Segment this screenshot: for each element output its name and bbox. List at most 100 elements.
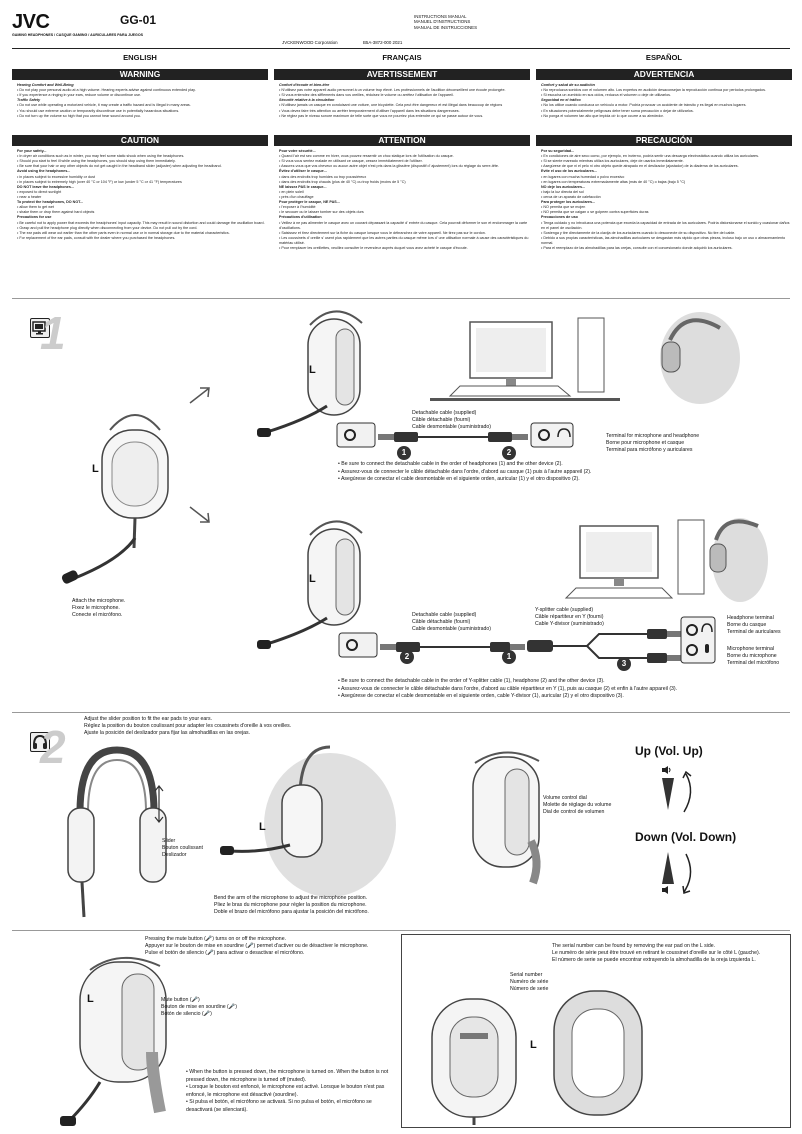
- caution-body: • Be careful not to apply power that exc…: [17, 220, 265, 240]
- mute-note-en: • When the button is pressed down, the m…: [186, 1069, 389, 1083]
- terminal-es: Terminal para micrófono y auriculares: [606, 447, 693, 454]
- slider-en: Slider: [162, 838, 176, 844]
- computer-scene: [430, 312, 740, 404]
- order-badge-2: 2: [502, 446, 516, 460]
- device-terminals: [680, 616, 716, 664]
- warning-heading: Traffic Safety: [17, 98, 41, 103]
- device-jack-port: [530, 422, 574, 448]
- headphone-jack-port: [338, 632, 378, 658]
- headphone-front-view: [67, 746, 167, 918]
- hp-term-es: Terminal de auriculares: [727, 629, 781, 636]
- mute-btn-en: Mute button (🎤): [161, 997, 200, 1003]
- slider-label: Slider Bouton coulissant Deslizador: [162, 838, 203, 859]
- ear-pad: [553, 990, 643, 1116]
- slider-fr: Bouton coulissant: [162, 845, 203, 852]
- connection-notes-a: • Be sure to connect the detachable cabl…: [338, 461, 591, 484]
- warning-bar-fr: AVERTISSEMENT: [274, 69, 530, 80]
- bend-es: Doble el brazo del micrófono para ajusta…: [214, 909, 369, 916]
- step-number-1: 1: [40, 307, 66, 359]
- brand-logo: JVC: [12, 11, 50, 33]
- attach-es: Conecte el micrófono.: [72, 612, 123, 619]
- caution-body: • en plein soleil • près d'un chauffage: [279, 189, 314, 199]
- side-label-l: L: [309, 573, 316, 585]
- volume-up-wedge: [662, 778, 674, 810]
- note-es: • Asegúrese de conectar el cable desmont…: [338, 476, 580, 483]
- note-es: • Asegúrese de conectar el cable desmont…: [338, 693, 624, 700]
- english-column: ENGLISH WARNING Hearing Comfort and Well…: [12, 53, 268, 240]
- caution-body: • Tenga cuidado y no introduzca una pote…: [541, 220, 790, 251]
- mic-terminal-label: Microphone terminal Borne du microphone …: [727, 646, 779, 667]
- warning-bar-es: ADVERTENCIA: [536, 69, 792, 80]
- connection-notes-b: • Be sure to connect the detachable cabl…: [338, 678, 677, 701]
- attach-en: Attach the microphone.: [72, 598, 126, 604]
- mute-btn-es: Botón de silencio (🎤): [161, 1011, 212, 1018]
- ysplit-es: Cable Y-divisor (suministrado): [535, 621, 604, 628]
- warning-bar-en: WARNING: [12, 69, 268, 80]
- section-divider: [12, 298, 790, 299]
- french-column: FRANÇAIS AVERTISSEMENT Confort d'écoute …: [274, 53, 530, 250]
- serial-intro-en: The serial number can be found by removi…: [552, 943, 716, 949]
- warning-body: • N'utilisez jamais un casque en conduis…: [279, 103, 503, 118]
- hp-term-fr: Borne du casque: [727, 622, 767, 629]
- warning-body: • No reproduzca sonidos con el volumen a…: [541, 88, 766, 98]
- doc-code: B5A-3872-000 2021: [363, 40, 403, 45]
- step-number-2: 2: [40, 721, 66, 773]
- caution-heading: Para proteger los auriculares...: [541, 200, 596, 205]
- volume-up-label: Up (Vol. Up): [635, 744, 703, 758]
- mic-term-fr: Borne du microphone: [727, 653, 777, 660]
- y-splitter-cable: [527, 629, 681, 663]
- warning-text-en: Hearing Comfort and Well-Being • Do not …: [17, 83, 267, 119]
- note-en: • Be sure to connect the detachable cabl…: [338, 678, 605, 684]
- caution-heading: Avoid using the headphones...: [17, 169, 71, 174]
- lang-heading-en: ENGLISH: [123, 53, 157, 62]
- caution-body: • in places subject to excessive humidit…: [17, 174, 182, 184]
- headphone-side-view: [307, 520, 363, 626]
- caution-heading: Precauciones de uso: [541, 215, 578, 220]
- warning-heading: Confort y salud de su audición: [541, 83, 595, 87]
- cable-label-b: Detachable cable (supplied) Câble détach…: [412, 612, 491, 633]
- cable-fr: Câble détachable (fourni): [412, 417, 471, 424]
- warning-heading: Confort d'écoute et bien-être: [279, 83, 330, 87]
- brand-subtitle: GAMING HEADPHONES / CASQUE GAMING / AURI…: [12, 33, 144, 37]
- caution-body: • NO permita que se mojen • NO permita q…: [541, 205, 649, 215]
- computer-scene: [564, 518, 768, 602]
- terminal-label: Terminal for microphone and headphone Bo…: [606, 433, 699, 454]
- warning-body: • No los utilice cuando conduzca un vehí…: [541, 103, 747, 118]
- side-label-l: L: [309, 364, 316, 376]
- warning-heading: Sécurité relative à la circulation: [279, 98, 335, 103]
- caution-heading: To protect the headphones, DO NOT...: [17, 200, 84, 205]
- caution-heading: Evite el uso de los auriculares...: [541, 169, 597, 174]
- manual-title-fr: MANUEL D'INSTRUCTIONS: [414, 19, 471, 25]
- caution-heading: Por su seguridad...: [541, 149, 575, 153]
- ysplitter-label: Y-splitter cable (supplied) Câble répart…: [535, 607, 604, 628]
- caution-heading: Precautions for use: [17, 215, 52, 220]
- mute-intro-es: Pulse el botón de silencio (🎤) para acti…: [145, 950, 305, 957]
- mute-intro-text: Pressing the mute button (🎤) turns on or…: [145, 936, 368, 957]
- caution-heading: Précautions d'utilisation: [279, 215, 322, 220]
- manual-title-es: MANUAL DE INSTRUCCIONES: [414, 24, 478, 30]
- caution-body: • bajo la luz directa del sol • cerca de…: [541, 189, 601, 199]
- adjust-en: Adjust the slider position to fit the ea…: [84, 716, 213, 722]
- warning-body: • Do not use while operating a motorized…: [17, 103, 191, 118]
- microphone-boom: [257, 404, 328, 437]
- caution-bar-fr: ATTENTION: [274, 135, 530, 146]
- warning-text-fr: Confort d'écoute et bien-être • N'utilis…: [279, 83, 529, 119]
- caution-heading: Évitez d'utiliser le casque...: [279, 169, 327, 174]
- caution-heading: NE laissez PAS le casque...: [279, 184, 327, 189]
- serial-intro-es: El número de serie se puede encontrar ex…: [552, 957, 756, 964]
- caution-heading: NO deje los auriculares...: [541, 184, 586, 189]
- serial-intro-text: The serial number can be found by removi…: [552, 943, 760, 964]
- mute-intro-en: Pressing the mute button (🎤) turns on or…: [145, 936, 287, 942]
- caution-body: • l'exposer à l'humidité • le secouer ou…: [279, 205, 364, 215]
- serial-label-en: Serial number: [510, 972, 543, 978]
- bend-en: Bend the arm of the microphone to adjust…: [214, 895, 368, 901]
- microphone-boom: [257, 616, 328, 649]
- headphone-icon: [30, 732, 50, 752]
- terminal-en: Terminal for microphone and headphone: [606, 433, 700, 439]
- caution-bar-es: PRECAUCIÓN: [536, 135, 792, 146]
- caution-heading: DO NOT leave the headphones...: [17, 184, 74, 189]
- warning-heading: Hearing Comfort and Well-Being: [17, 83, 74, 87]
- mic-term-es: Terminal del micrófono: [727, 660, 780, 667]
- volume-down-label: Down (Vol. Down): [635, 830, 737, 844]
- caution-heading: Pour protéger le casque, NE PAS...: [279, 200, 340, 205]
